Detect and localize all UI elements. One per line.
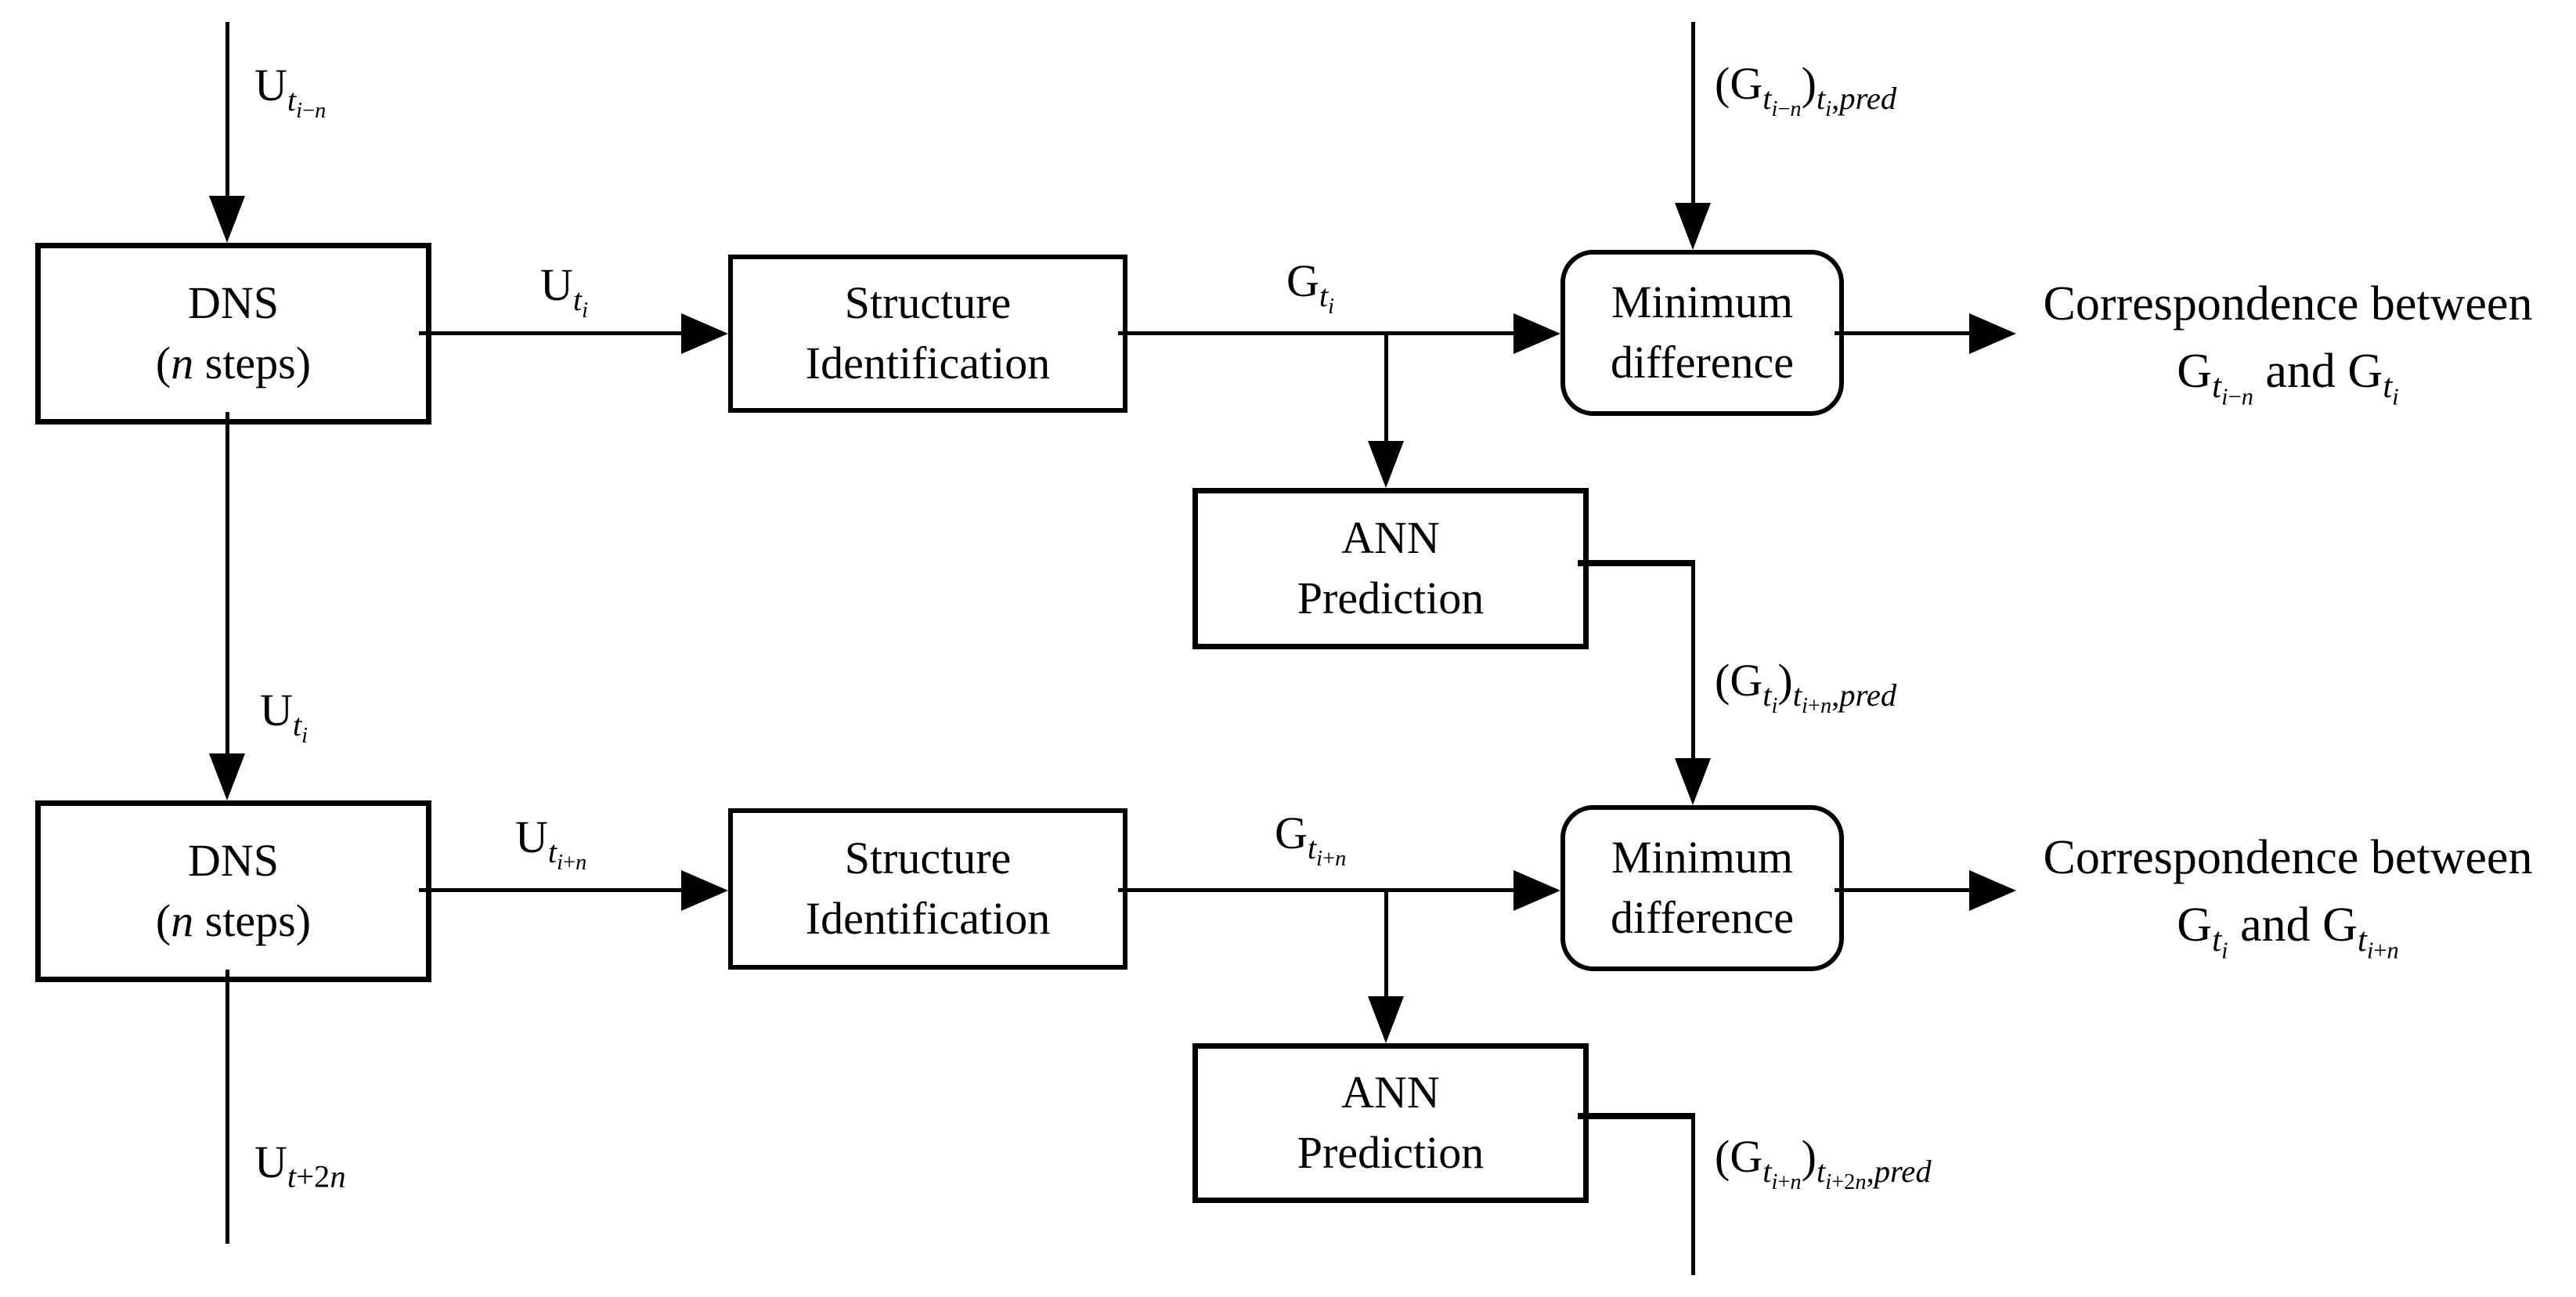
edge-ann2-out-horizontal [1578, 1113, 1695, 1119]
correspondence-text-2-line1: Correspondence between [2043, 831, 2533, 884]
branch-g-ti-to-ann1 [1384, 333, 1388, 443]
arrow-down-icon-md1-top-input [1675, 203, 1711, 250]
branch-g-ti-plus-n-to-ann2 [1384, 890, 1388, 998]
label-g-ti-plus-n-pred: (Gti+n)ti+2n,pred [1715, 1131, 1932, 1194]
arrow-right-icon-si1-input [681, 313, 728, 354]
ann-prediction-box-2-line2: Prediction [1297, 1127, 1485, 1178]
arrow-down-icon-ann2-input [1368, 996, 1404, 1043]
arrow-down-icon-ann1-input [1368, 441, 1404, 488]
edge-dns2-tail [225, 970, 229, 1244]
dns-box-2-subtitle: (n steps) [155, 895, 312, 946]
minimum-difference-box-1: Minimum difference [1560, 250, 1844, 416]
label-g-ti-minus-n-pred: (Gti−n)ti,pred [1715, 58, 1897, 121]
structure-identification-box-1: Structure Identification [728, 255, 1127, 413]
label-g-ti-plus-n: Gti+n [1275, 807, 1347, 871]
input-line-g-pred-1 [1691, 22, 1695, 204]
label-g-ti-pred: (Gti)ti+n,pred [1715, 655, 1897, 718]
structure-identification-box-2-line1: Structure [844, 833, 1012, 884]
arrow-right-icon-corr2 [1969, 870, 2016, 911]
label-u-ti-row1: Uti [540, 259, 589, 323]
correspondence-text-1-line2: Gti−n and Gti [2177, 345, 2399, 411]
correspondence-text-1: Correspondence between Gti−n and Gti [1998, 270, 2576, 411]
label-g-ti: Gti [1286, 255, 1335, 319]
minimum-difference-box-2-line1: Minimum [1611, 832, 1794, 883]
minimum-difference-box-2: Minimum difference [1560, 805, 1844, 971]
dns-box-1-title: DNS [187, 277, 280, 329]
ann-prediction-box-2: ANN Prediction [1192, 1043, 1589, 1203]
edge-dns1-to-dns2 [225, 412, 229, 755]
label-u-ti-plus-n: Uti+n [515, 811, 587, 875]
correspondence-text-1-line1: Correspondence between [2043, 277, 2533, 331]
arrow-right-icon-si2-input [681, 870, 728, 911]
label-u-ti-minus-n: Uti−n [254, 60, 327, 123]
input-line-u-ti-minus-n [225, 22, 229, 197]
label-u-ti-middle: Uti [260, 685, 308, 748]
arrow-down-icon-md2-top-input [1675, 758, 1711, 805]
edge-dns2-to-si2 [419, 888, 683, 892]
dns-box-2-title: DNS [187, 835, 280, 887]
dns-box-1-subtitle: (n steps) [155, 338, 312, 388]
minimum-difference-box-1-line1: Minimum [1611, 276, 1794, 328]
correspondence-text-2: Correspondence between Gti and Gti+n [1998, 824, 2576, 965]
dns-box-2: DNS (n steps) [35, 800, 431, 982]
structure-identification-box-2: Structure Identification [728, 808, 1127, 970]
dns-box-1: DNS (n steps) [35, 243, 431, 425]
ann-prediction-box-1: ANN Prediction [1192, 488, 1589, 649]
edge-md2-to-output [1835, 888, 1971, 892]
edge-si2-to-md2 [1118, 888, 1515, 892]
edge-dns1-to-si1 [419, 331, 683, 335]
structure-identification-box-2-line2: Identification [805, 893, 1051, 944]
arrow-right-icon-md2-input [1513, 870, 1560, 911]
arrow-down-icon-dns2-input [209, 753, 245, 800]
ann-prediction-box-1-line2: Prediction [1297, 573, 1485, 623]
arrow-down-icon-dns1-input [209, 196, 245, 243]
edge-md1-to-output [1835, 331, 1971, 335]
label-u-t-plus-2n: Ut+2n [254, 1136, 346, 1194]
edge-si1-to-md1 [1118, 331, 1515, 335]
structure-identification-box-1-line1: Structure [844, 277, 1012, 329]
arrow-right-icon-corr1 [1969, 313, 2016, 354]
ann-prediction-box-2-line1: ANN [1341, 1067, 1440, 1118]
minimum-difference-box-2-line2: difference [1611, 892, 1794, 943]
arrow-right-icon-md1-input [1513, 313, 1560, 354]
edge-ann1-out-vertical [1691, 560, 1695, 760]
correspondence-text-2-line2: Gti and Gti+n [2177, 898, 2399, 965]
edge-ann2-out-vertical [1691, 1113, 1695, 1275]
structure-identification-box-1-line2: Identification [805, 338, 1051, 388]
ann-prediction-box-1-line1: ANN [1341, 512, 1440, 564]
edge-ann1-out-horizontal [1578, 560, 1695, 566]
minimum-difference-box-1-line2: difference [1611, 337, 1794, 388]
